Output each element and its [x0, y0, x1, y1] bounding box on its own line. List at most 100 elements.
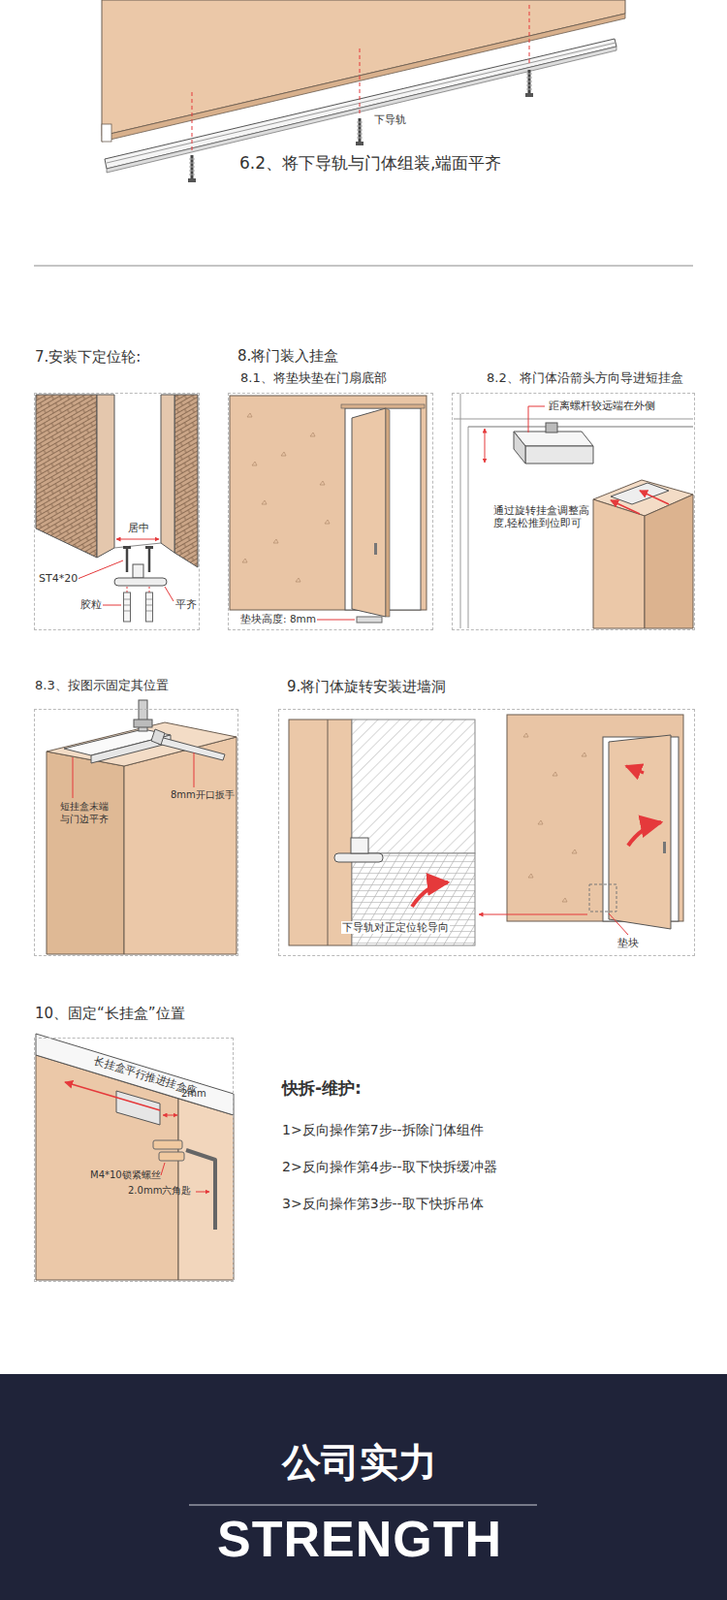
ceiling-slot [639, 490, 669, 505]
wall-opening [229, 395, 427, 623]
lower-rail [106, 42, 616, 163]
lower-rail [104, 38, 617, 169]
part-label: 2.0mm六角匙 [127, 1184, 191, 1198]
ceiling-slot [528, 406, 545, 433]
part-label: 垫块 [616, 936, 640, 949]
door-panel [101, 124, 112, 142]
screw [525, 93, 534, 97]
screw [188, 178, 196, 183]
wall-section [288, 719, 475, 946]
positioning-wheel [148, 548, 152, 572]
long-hanger [158, 1151, 185, 1161]
step-heading: 8.将门装入挂盒 [237, 347, 339, 366]
ceiling-slot [525, 445, 594, 464]
guide-line [191, 4, 530, 152]
wall-cavity [114, 542, 161, 548]
screw [189, 158, 195, 175]
step-panel: 9.将门体旋转安装进墙洞 [278, 708, 696, 956]
door-rotation [478, 914, 588, 916]
note-label: 短挂盒末端与门边平齐 [60, 800, 115, 825]
ceiling-slot [453, 418, 694, 420]
long-hanger [153, 1139, 183, 1149]
ceiling-slot [593, 499, 645, 629]
screw [355, 141, 364, 146]
door-top [46, 751, 125, 954]
screw [525, 69, 534, 97]
long-hanger [64, 1081, 160, 1110]
dimension-label: 垫块高度: 8mm [239, 612, 317, 626]
wall-cavity [35, 394, 97, 558]
wall-section [334, 853, 383, 862]
screw [355, 118, 364, 146]
step-heading: 8.1、将垫块垫在门扇底部 [240, 370, 387, 386]
long-hanger [35, 1033, 234, 1115]
maintenance-step: 2>反向操作第4步--取下快拆缓冲器 [282, 1158, 498, 1176]
screw [356, 122, 363, 138]
part-label: 8mm开口扳手 [170, 789, 235, 802]
step-heading: 8.3、按图示固定其位置 [34, 677, 169, 694]
step-panel: 7.安装下定位轮: [33, 392, 200, 631]
ceiling-slot [644, 494, 694, 629]
note-label: 下导轨对正定位轮导向 [341, 920, 450, 934]
leader-line [164, 586, 174, 601]
step-heading: 9.将门体旋转安装进墙洞 [286, 677, 446, 696]
section-heading: 快拆-维护: [282, 1077, 362, 1099]
wall-opening [312, 619, 355, 621]
band-title: 公司实力 [0, 1437, 724, 1486]
positioning-wheel [149, 586, 151, 593]
wall-section [327, 719, 329, 946]
wall-section [351, 719, 475, 854]
footer-band: 公司实力STRENGTH [0, 1373, 727, 1600]
door-rotation [663, 841, 666, 854]
positioning-wheel [126, 586, 128, 593]
dimension-label: 居中 [126, 521, 151, 536]
positioning-wheel [114, 538, 167, 622]
ceiling-slot [513, 431, 526, 464]
wall-opening [242, 412, 330, 582]
leader-line [102, 604, 122, 606]
door-panel [101, 0, 626, 142]
screw [526, 73, 533, 90]
positioning-wheel [123, 545, 131, 549]
wall-opening [341, 404, 425, 409]
door-top [124, 736, 237, 954]
note-label: 距离螺杆较远端在外侧 [547, 399, 657, 412]
part-label: 下导轨 [374, 113, 407, 127]
note-label: 通过旋转挂盒调整高度,轻松推到位即可 [492, 504, 592, 530]
positioning-wheel [114, 577, 167, 586]
wall-opening [385, 408, 390, 617]
door-rotation [608, 913, 629, 935]
positioning-wheel [126, 548, 129, 572]
positioning-wheel [124, 599, 153, 611]
ceiling-slot [484, 428, 486, 463]
guide-line [191, 92, 193, 152]
wall-section [288, 719, 352, 946]
step-heading: 7.安装下定位轮: [34, 347, 141, 367]
door-rotation [608, 734, 671, 929]
door-top [193, 752, 195, 788]
wall-opening [356, 616, 382, 623]
lower-rail [104, 38, 617, 173]
guide-line [359, 48, 361, 115]
wall-cavity [174, 394, 198, 568]
step-heading: 6.2、将下导轨与门体组装,端面平齐 [239, 153, 502, 174]
wall-opening [229, 395, 427, 610]
step-panel: 8.1、将垫块垫在门扇底部 [227, 392, 434, 631]
dimension-label: 2mm [181, 1087, 207, 1101]
step-panel: 8.3、按图示固定其位置 [33, 708, 239, 956]
ceiling-slot [453, 393, 694, 629]
door-top [46, 699, 237, 954]
door-panel [101, 13, 626, 142]
wall-opening [351, 408, 386, 617]
ceiling-slot [513, 431, 594, 446]
door-top [133, 719, 153, 727]
door-rotation [626, 765, 644, 773]
door-rotation [523, 732, 587, 902]
door-top [72, 757, 74, 798]
positioning-wheel [132, 564, 144, 578]
screw [188, 155, 196, 183]
wall-opening [374, 542, 378, 555]
wall-cavity [160, 394, 175, 553]
